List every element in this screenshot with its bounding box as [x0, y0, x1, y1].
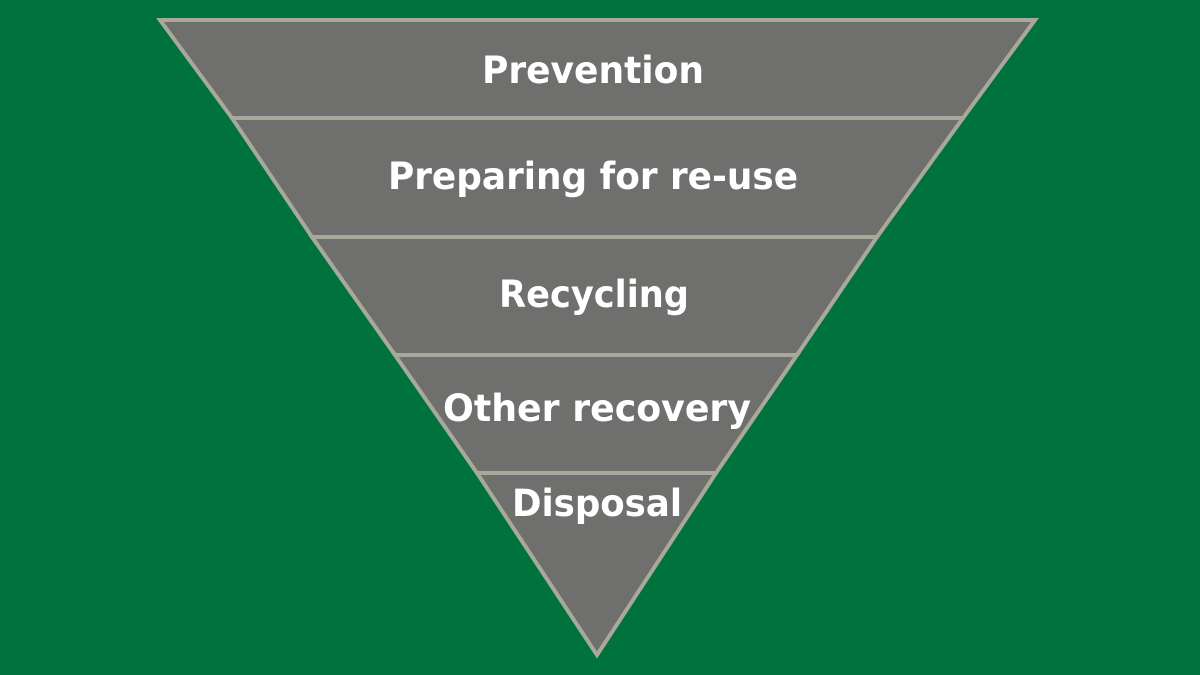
tier-label-recycling: Recycling: [499, 273, 689, 316]
tier-label-disposal: Disposal: [512, 482, 682, 525]
tier-label-other-recovery: Other recovery: [443, 387, 751, 430]
tier-label-prevention: Prevention: [482, 49, 704, 92]
tier-disposal: [473, 471, 720, 659]
tier-label-preparing-for-re-use: Preparing for re-use: [388, 155, 798, 198]
